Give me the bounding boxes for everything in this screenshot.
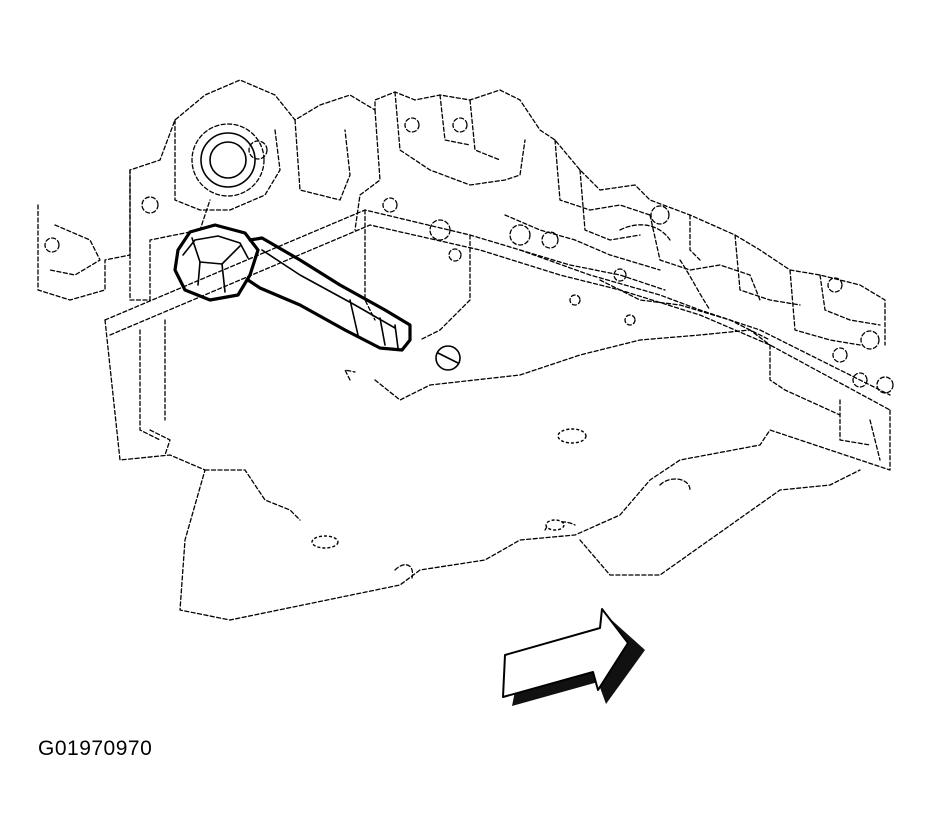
oil-filter-wrench-icon	[173, 223, 412, 352]
engine-block	[37, 79, 894, 394]
oil-pan-flange	[104, 209, 891, 461]
drain-plug	[435, 345, 461, 371]
oil-pan	[104, 319, 891, 621]
direction-arrow-icon	[502, 608, 645, 706]
figure-code: G01970970	[38, 737, 153, 760]
